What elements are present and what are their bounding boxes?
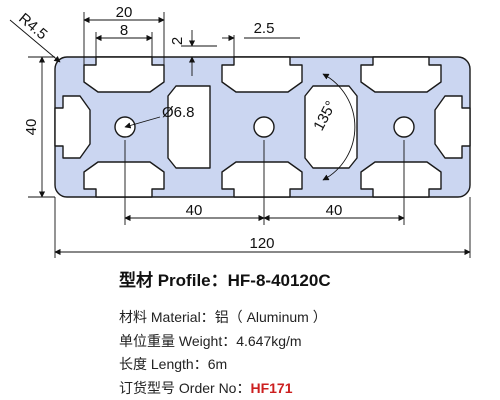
dim-slot-width: 8 — [120, 22, 128, 39]
center-bore — [393, 116, 415, 138]
spec-list: 材料 Material：铝（ Aluminum ） 单位重量 Weight：4.… — [119, 306, 327, 400]
spec-material: 材料 Material：铝（ Aluminum ） — [119, 306, 327, 330]
hollow-cavity — [167, 85, 211, 169]
top-slot — [360, 56, 442, 93]
center-bore — [253, 116, 275, 138]
spec-value: 铝（ Aluminum ） — [214, 309, 327, 325]
dim-height: 40 — [23, 119, 40, 136]
top-slot — [221, 56, 303, 93]
dim-overall-length: 120 — [249, 235, 274, 252]
dim-corner-radius: R4.5 — [15, 10, 50, 43]
profile-drawing: 20 8 R4.5 2 2.5 40 Ø6.8 135° 40 40 120 — [9, 4, 471, 258]
spec-label: 订货型号 Order No： — [119, 379, 251, 396]
dim-lip-thickness: 2.5 — [254, 20, 275, 37]
spec-length: 长度 Length：6m — [119, 353, 327, 377]
bottom-slot — [360, 161, 442, 198]
spec-label: 材料 Material： — [119, 309, 215, 325]
bottom-slot — [221, 161, 303, 198]
bottom-slot — [83, 161, 165, 198]
spec-value: 4.647kg/m — [236, 332, 302, 349]
order-number: HF171 — [250, 379, 293, 396]
dim-top-width: 20 — [116, 4, 133, 21]
dim-bore: Ø6.8 — [162, 104, 195, 121]
spec-value: 6m — [207, 356, 228, 372]
profile-title-label: 型材 Profile： — [119, 271, 228, 290]
profile-model: HF-8-40120C — [227, 271, 331, 290]
end-slot-right — [434, 95, 471, 159]
top-slot — [83, 56, 165, 93]
profile-title: 型材 Profile：HF-8-40120C — [119, 266, 331, 291]
spec-label: 单位重量 Weight： — [119, 332, 237, 349]
dim-pitch-left: 40 — [186, 202, 203, 219]
hollow-cavity — [304, 85, 358, 169]
spec-weight: 单位重量 Weight：4.647kg/m — [119, 330, 327, 354]
dim-pitch-right: 40 — [326, 202, 343, 219]
dim-wall-thickness: 2 — [169, 37, 186, 45]
spec-label: 长度 Length： — [119, 356, 208, 372]
aluminum-profile-section — [54, 56, 471, 198]
end-slot-left — [54, 95, 91, 159]
dimension-lines — [9, 12, 471, 258]
spec-order-no: 订货型号 Order No：HF171 — [119, 377, 327, 400]
